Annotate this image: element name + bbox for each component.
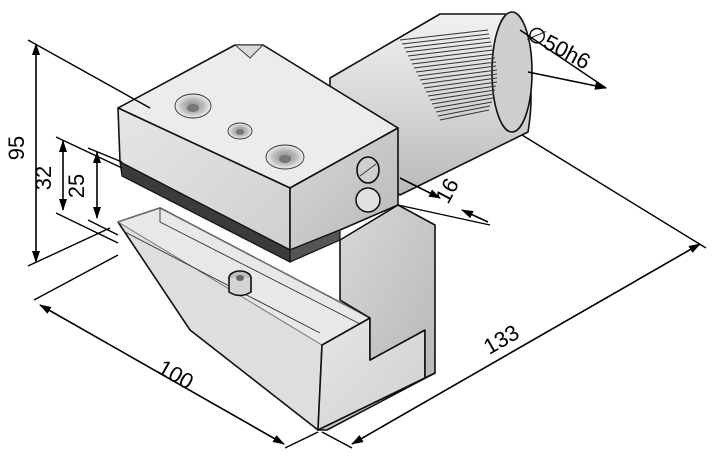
dimension-shank-diameter: ∅50h6: [519, 20, 607, 90]
dimension-95: 95: [4, 39, 151, 267]
dimension-16-label: 16: [430, 174, 464, 207]
side-screw-lower: [355, 187, 381, 213]
dimension-133-label: 133: [479, 319, 523, 359]
dimension-32: 32: [31, 136, 123, 244]
dimension-100-label: 100: [154, 354, 198, 394]
dimension-32-label: 32: [31, 166, 56, 190]
dimension-25-label: 25: [64, 174, 89, 198]
upper-body: [117, 44, 399, 251]
dimension-95-label: 95: [4, 136, 29, 160]
shank-serrations: [399, 29, 498, 121]
dimension-shank-diameter-label: ∅50h6: [523, 20, 595, 74]
dimension-25: 25: [64, 147, 123, 236]
